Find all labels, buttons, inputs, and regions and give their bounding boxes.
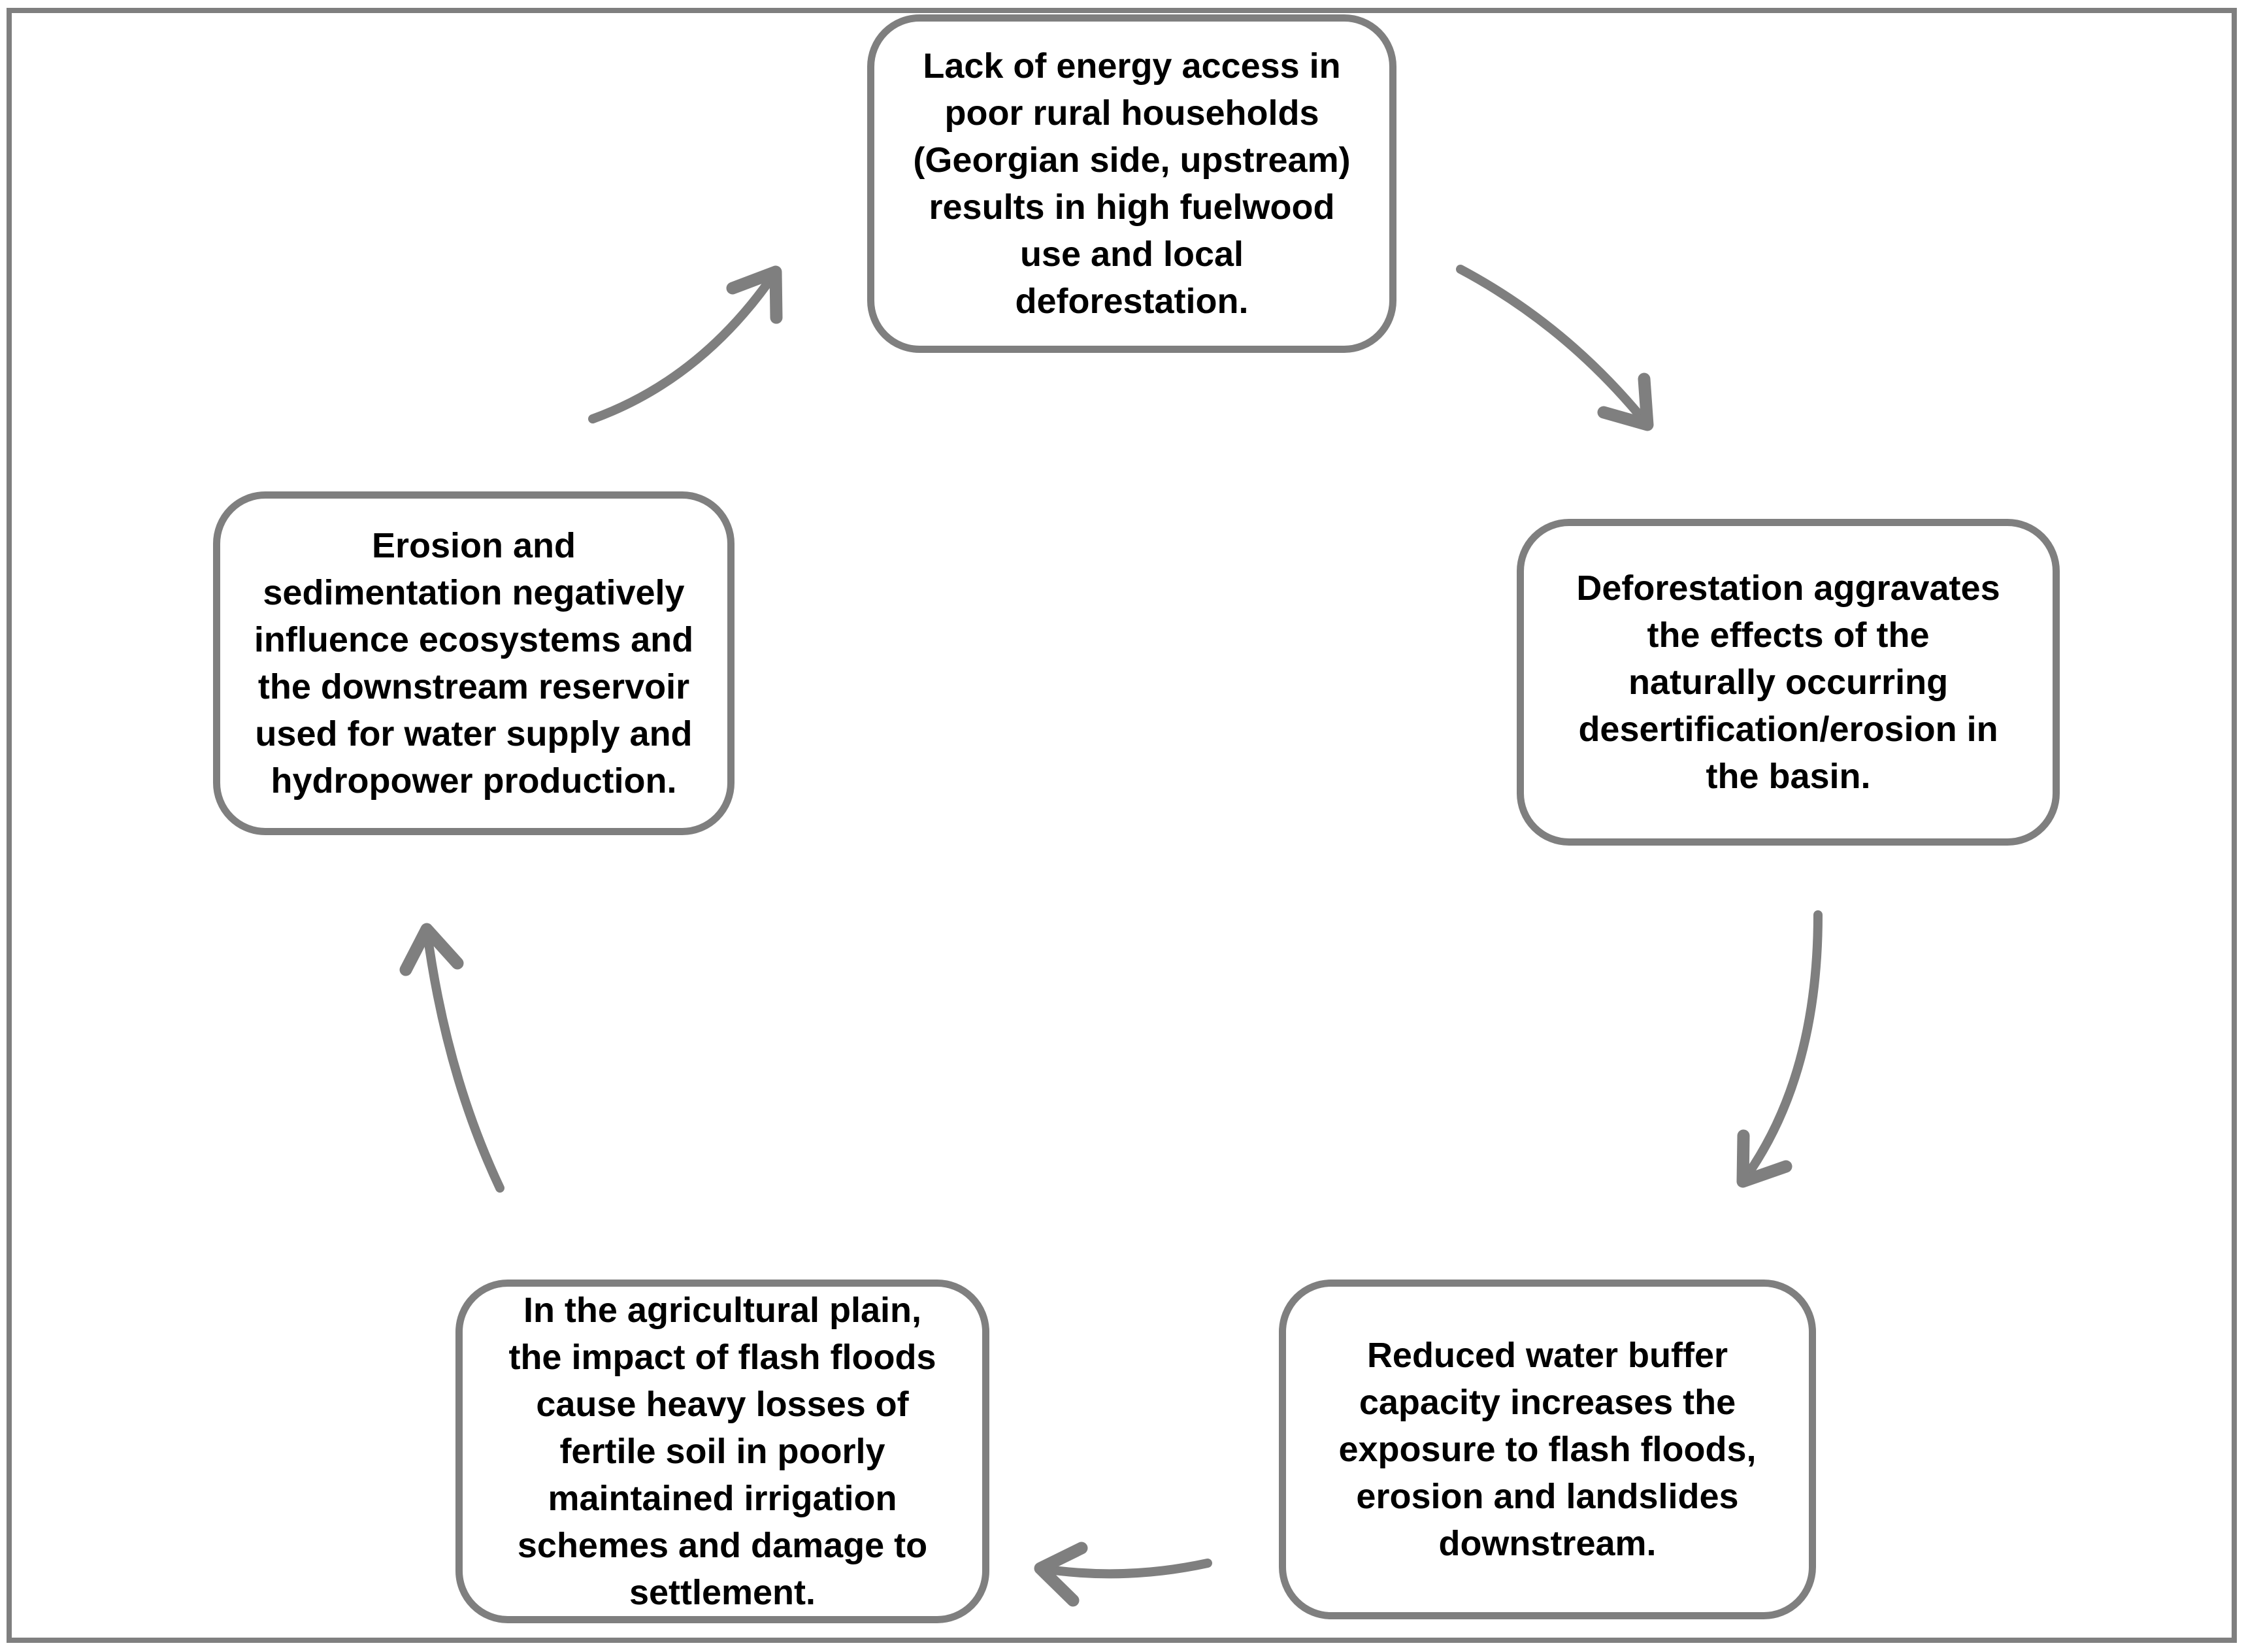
- box-right-text: Deforestation aggravates the effects of …: [1576, 569, 2000, 796]
- arrow-bottom-right-to-bottom-left-line: [1036, 1559, 1212, 1579]
- box-top: Lack of energy access in poor rural hous…: [867, 14, 1396, 353]
- arrow-left-to-top: [588, 265, 783, 423]
- arrow-bottom-left-to-left: [399, 923, 504, 1193]
- box-right: Deforestation aggravates the effects of …: [1517, 519, 2060, 846]
- arrow-bottom-right-to-bottom-left-head: [1034, 1542, 1088, 1607]
- arrow-bottom-left-to-left-line: [422, 925, 504, 1193]
- outer-frame: [7, 8, 2237, 1643]
- arrow-bottom-right-to-bottom-left: [1034, 1542, 1212, 1607]
- arrow-right-to-bottom-right-head: [1736, 1129, 1792, 1188]
- arrow-left-to-top-head: [726, 265, 783, 324]
- box-bottom-left: In the agricultural plain, the impact of…: [455, 1280, 989, 1623]
- arrow-left-to-top-line: [588, 267, 780, 423]
- arrow-top-to-right-line: [1456, 265, 1652, 429]
- arrow-right-to-bottom-right-line: [1738, 910, 1823, 1186]
- box-bottom-right: Reduced water buffer capacity increases …: [1279, 1280, 1816, 1619]
- box-left-text: Erosion and sedimentation negatively inf…: [254, 526, 694, 801]
- box-left: Erosion and sedimentation negatively inf…: [213, 491, 735, 835]
- box-bottom-left-text: In the agricultural plain, the impact of…: [508, 1291, 936, 1612]
- arrow-top-to-right: [1456, 265, 1654, 431]
- arrow-top-to-right-head: [1597, 372, 1654, 431]
- box-top-text: Lack of energy access in poor rural hous…: [913, 46, 1351, 321]
- box-bottom-right-text: Reduced water buffer capacity increases …: [1338, 1336, 1757, 1563]
- arrow-bottom-left-to-left-head: [399, 923, 464, 976]
- arrow-right-to-bottom-right: [1736, 910, 1823, 1188]
